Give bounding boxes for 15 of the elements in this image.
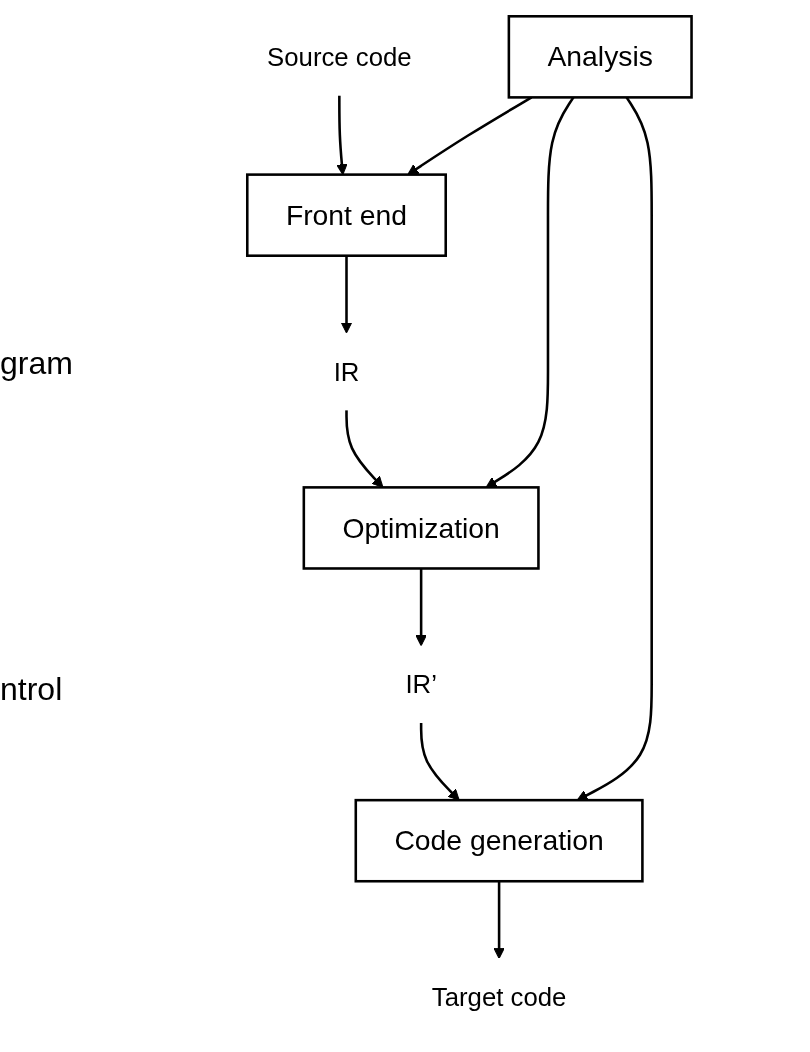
- note-text: gram: [0, 344, 74, 382]
- node-text: IR: [333, 357, 360, 386]
- node-box: Code generation: [354, 798, 644, 883]
- arrow: [419, 722, 460, 801]
- node-text: Target code: [431, 982, 567, 1012]
- node-text: Source code: [267, 42, 412, 71]
- node-box: Front end: [246, 173, 447, 257]
- note-text: ntrol: [0, 670, 64, 708]
- arrow: [345, 410, 384, 488]
- node-box: Analysis: [507, 15, 693, 99]
- arrow: [340, 255, 353, 334]
- node-text: IR’: [405, 670, 437, 699]
- node-box: Optimization: [302, 486, 540, 570]
- arrow: [493, 881, 505, 959]
- arrow: [415, 568, 427, 647]
